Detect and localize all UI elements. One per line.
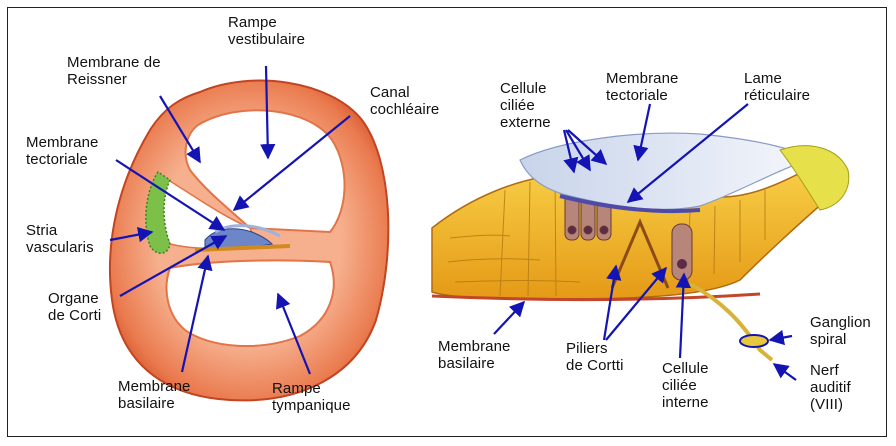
label-organe-corti: Organe de Corti xyxy=(48,290,101,324)
label-membrane-basilaire-left: Membrane basilaire xyxy=(118,378,191,412)
label-lame-reticulaire: Lame réticulaire xyxy=(744,70,810,104)
label-canal-cochleaire: Canal cochléaire xyxy=(370,84,439,118)
inner-hair-cell xyxy=(672,224,692,280)
arrow-membrane-basilaire-right xyxy=(494,302,524,334)
cochlear-duct-cross-section xyxy=(110,81,388,401)
label-cellule-ciliee-interne: Cellule ciliée interne xyxy=(662,360,709,411)
label-membrane-reissner: Membrane de Reissner xyxy=(67,54,161,88)
label-cellule-ciliee-externe: Cellule ciliée externe xyxy=(500,80,551,131)
label-rampe-vestibulaire: Rampe vestibulaire xyxy=(228,14,305,48)
organ-of-corti-detail xyxy=(432,133,849,360)
label-rampe-tympanique: Rampe tympanique xyxy=(272,380,351,414)
label-membrane-basilaire-right: Membrane basilaire xyxy=(438,338,511,372)
arrow-ganglion xyxy=(770,336,792,340)
label-ganglion-spiral: Ganglion spiral xyxy=(810,314,871,348)
label-stria-vascularis: Stria vascularis xyxy=(26,222,94,256)
label-membrane-tectoriale-right: Membrane tectoriale xyxy=(606,70,679,104)
spiral-ganglion xyxy=(740,335,768,347)
label-membrane-tectoriale-left: Membrane tectoriale xyxy=(26,134,99,168)
label-piliers-corti: Piliers de Cortti xyxy=(566,340,624,374)
label-nerf-auditif: Nerf auditif (VIII) xyxy=(810,362,851,413)
arrow-nerf xyxy=(774,364,796,380)
